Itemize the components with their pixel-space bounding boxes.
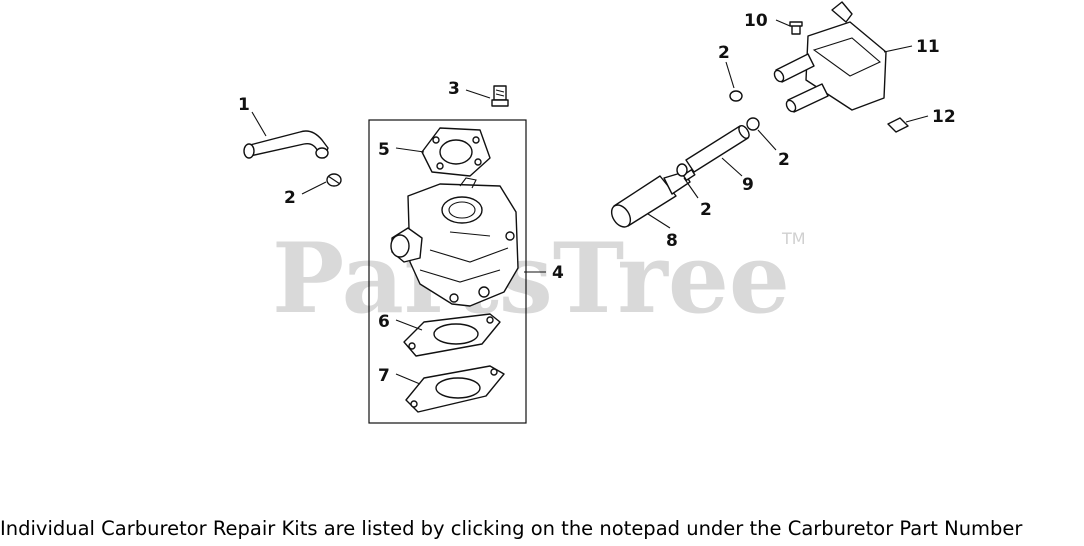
screw-part-10[interactable]: [789, 21, 803, 35]
clamp-part-2-hose-top[interactable]: [746, 117, 760, 131]
callout-2-pump: 2: [718, 43, 730, 63]
clamp-part-2-filter[interactable]: [676, 163, 688, 177]
callout-11: 11: [916, 37, 940, 57]
callout-4: 4: [552, 263, 564, 283]
gasket-part-7[interactable]: [405, 365, 505, 413]
leader-lines: [251, 19, 929, 385]
clip-part-12[interactable]: [887, 117, 909, 133]
callout-8: 8: [666, 231, 678, 251]
fuel-filter-part-8[interactable]: [608, 169, 696, 231]
callout-2: 2: [284, 188, 296, 208]
callout-1: 1: [238, 95, 250, 115]
callout-10: 10: [744, 11, 768, 31]
carburetor-part-4[interactable]: [390, 177, 519, 307]
screw-part-3[interactable]: [491, 85, 509, 107]
trademark-mark: TM: [781, 229, 806, 248]
callout-6: 6: [378, 312, 390, 332]
callout-3: 3: [448, 79, 460, 99]
partstree-watermark: PartsTree: [272, 222, 790, 335]
gasket-part-5[interactable]: [421, 127, 491, 177]
callout-12: 12: [932, 107, 956, 127]
callout-2-filter: 2: [700, 200, 712, 220]
callout-5: 5: [378, 140, 390, 160]
hose-part-1[interactable]: [243, 130, 329, 159]
callout-7: 7: [378, 366, 390, 386]
gasket-part-6[interactable]: [403, 313, 501, 357]
clamp-part-2-pump[interactable]: [729, 90, 743, 102]
fuel-pump-part-11[interactable]: [773, 1, 887, 113]
callout-2-hose: 2: [778, 150, 790, 170]
repair-kit-note: Individual Carburetor Repair Kits are li…: [0, 517, 1023, 540]
clamp-part-2-left[interactable]: [326, 173, 342, 187]
fuel-line-part-9[interactable]: [685, 124, 751, 173]
callout-9: 9: [742, 175, 754, 195]
